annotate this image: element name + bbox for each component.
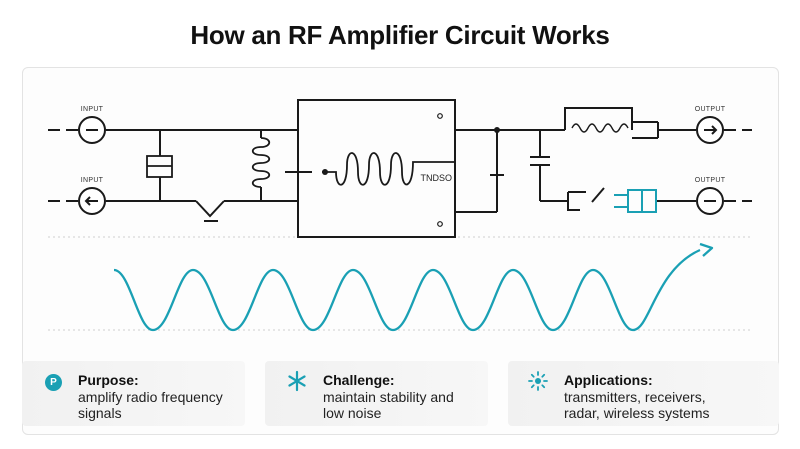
filter-wave <box>571 123 629 133</box>
p-badge-icon: P <box>45 374 62 391</box>
amplifier-box-label: TNDSO <box>421 173 453 183</box>
box-pin-bottom-right <box>437 221 443 227</box>
output-label-top: OUTPUT <box>695 106 726 113</box>
circuit-wires <box>48 99 752 238</box>
box-pin-top-right <box>437 113 443 119</box>
applications-heading: Applications: <box>564 372 653 388</box>
output-terminal-bottom <box>696 187 724 215</box>
input-terminal-top <box>78 116 106 144</box>
page-title: How an RF Amplifier Circuit Works <box>190 20 610 50</box>
challenge-heading: Challenge: <box>323 372 395 388</box>
output-label-bottom: OUTPUT <box>695 177 726 184</box>
purpose-heading: Purpose: <box>78 372 139 388</box>
asterisk-icon <box>288 370 306 392</box>
output-terminal-top <box>696 116 724 144</box>
teal-capacitor <box>614 189 657 213</box>
challenge-text: maintain stability and low noise <box>323 389 454 421</box>
input-terminal-bottom <box>78 187 106 215</box>
amplified-signal-wave <box>113 248 701 332</box>
applications-card: Applications: transmitters, receivers, r… <box>508 361 779 426</box>
challenge-card: Challenge: maintain stability and low no… <box>265 361 488 426</box>
input-label-top: INPUT <box>81 106 104 113</box>
junction-node-top <box>494 127 500 133</box>
junction-node-inner <box>322 169 328 175</box>
input-label-bottom: INPUT <box>81 177 104 184</box>
radiating-dots-icon <box>528 371 548 391</box>
purpose-text: amplify radio frequency signals <box>78 389 223 421</box>
applications-text: transmitters, receivers, radar, wireless… <box>564 389 710 421</box>
purpose-card: P Purpose: amplify radio frequency signa… <box>22 361 245 426</box>
wave-arrow-head <box>699 242 714 257</box>
